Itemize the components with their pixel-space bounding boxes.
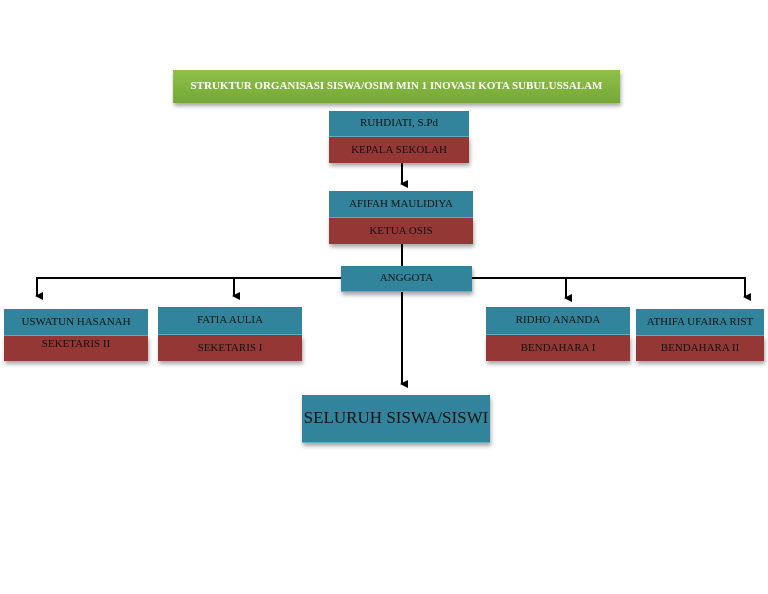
students-box: SELURUH SISWA/SISWI [302,395,490,443]
officer-3-role: BENDAHARA I [486,335,630,361]
chair-name: AFIFAH MAULIDIYA [329,191,473,218]
officer-2-name: FATIA AULIA [158,307,302,335]
officer-1-name: USWATUN HASANAH [4,309,148,336]
officer-4-name: ATHIFA UFAIRA RIST [636,309,764,336]
members-label: ANGGOTA [341,266,472,292]
chair-role: KETUA OSIS [329,218,473,244]
head-name: RUHDIATI, S.Pd [329,111,469,137]
officer-2-role: SEKETARIS I [158,335,302,361]
officer-1-role: SEKETARIS II [4,336,148,361]
officer-3-name: RIDHO ANANDA [486,307,630,335]
chart-title: STRUKTUR ORGANISASI SISWA/OSIM MIN 1 INO… [173,70,620,103]
head-role: KEPALA SEKOLAH [329,137,469,163]
officer-4-role: BENDAHARA II [636,336,764,361]
